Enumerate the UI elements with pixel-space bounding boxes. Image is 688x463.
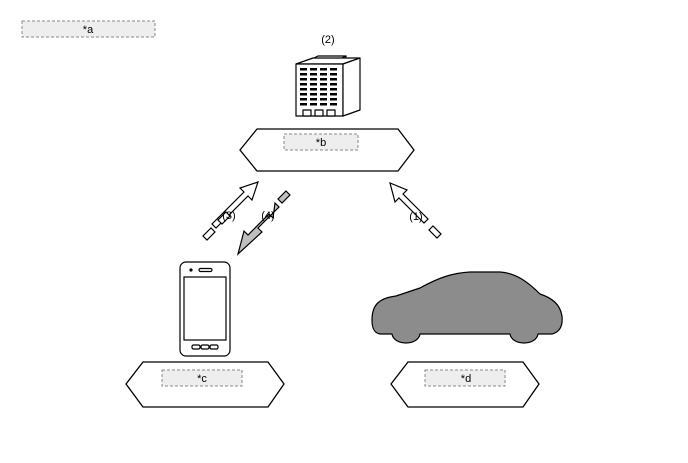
building-window [310, 103, 317, 106]
building-window [310, 88, 317, 91]
step-4-label: (4) [261, 210, 274, 222]
step-3-label: (3) [222, 210, 235, 222]
building-window [320, 73, 327, 76]
arrow-phone-to-server [202, 181, 259, 241]
arrow-vehicle-to-server [389, 181, 442, 239]
server-building-icon [295, 55, 361, 117]
building-window [330, 73, 337, 76]
step-2-label: (2) [321, 34, 334, 46]
building-window [320, 93, 327, 96]
building-window [330, 98, 337, 101]
building-window [330, 103, 337, 106]
building-window [300, 78, 307, 81]
car-icon [371, 271, 563, 344]
building-window [330, 88, 337, 91]
callout-b-label: *b [316, 137, 326, 149]
smartphone-icon [179, 261, 231, 357]
building-window [330, 78, 337, 81]
building-window [320, 88, 327, 91]
building-window [300, 98, 307, 101]
building-window [320, 68, 327, 71]
building-window [320, 83, 327, 86]
step-1-label: (1) [409, 211, 422, 223]
callout-a: *a [21, 20, 156, 38]
building-window [320, 98, 327, 101]
vehicle-label-hexagon: *d [390, 361, 540, 408]
building-window [310, 83, 317, 86]
building-window [310, 68, 317, 71]
building-window [330, 68, 337, 71]
building-window [300, 103, 307, 106]
building-window [310, 98, 317, 101]
building-window [320, 78, 327, 81]
arrow-server-to-phone [236, 190, 291, 256]
building-window [310, 78, 317, 81]
callout-c-label: *c [197, 373, 207, 385]
server-label-hexagon: *b [239, 128, 415, 172]
building-window [300, 73, 307, 76]
callout-d-label: *d [461, 373, 471, 385]
building-window [320, 103, 327, 106]
callout-a-label: *a [83, 24, 94, 36]
building-window [330, 83, 337, 86]
building-window [300, 83, 307, 86]
building-window [300, 68, 307, 71]
building-window [310, 73, 317, 76]
building-window [310, 93, 317, 96]
building-window [300, 88, 307, 91]
building-window [330, 93, 337, 96]
phone-label-hexagon: *c [125, 361, 285, 408]
building-window [300, 93, 307, 96]
